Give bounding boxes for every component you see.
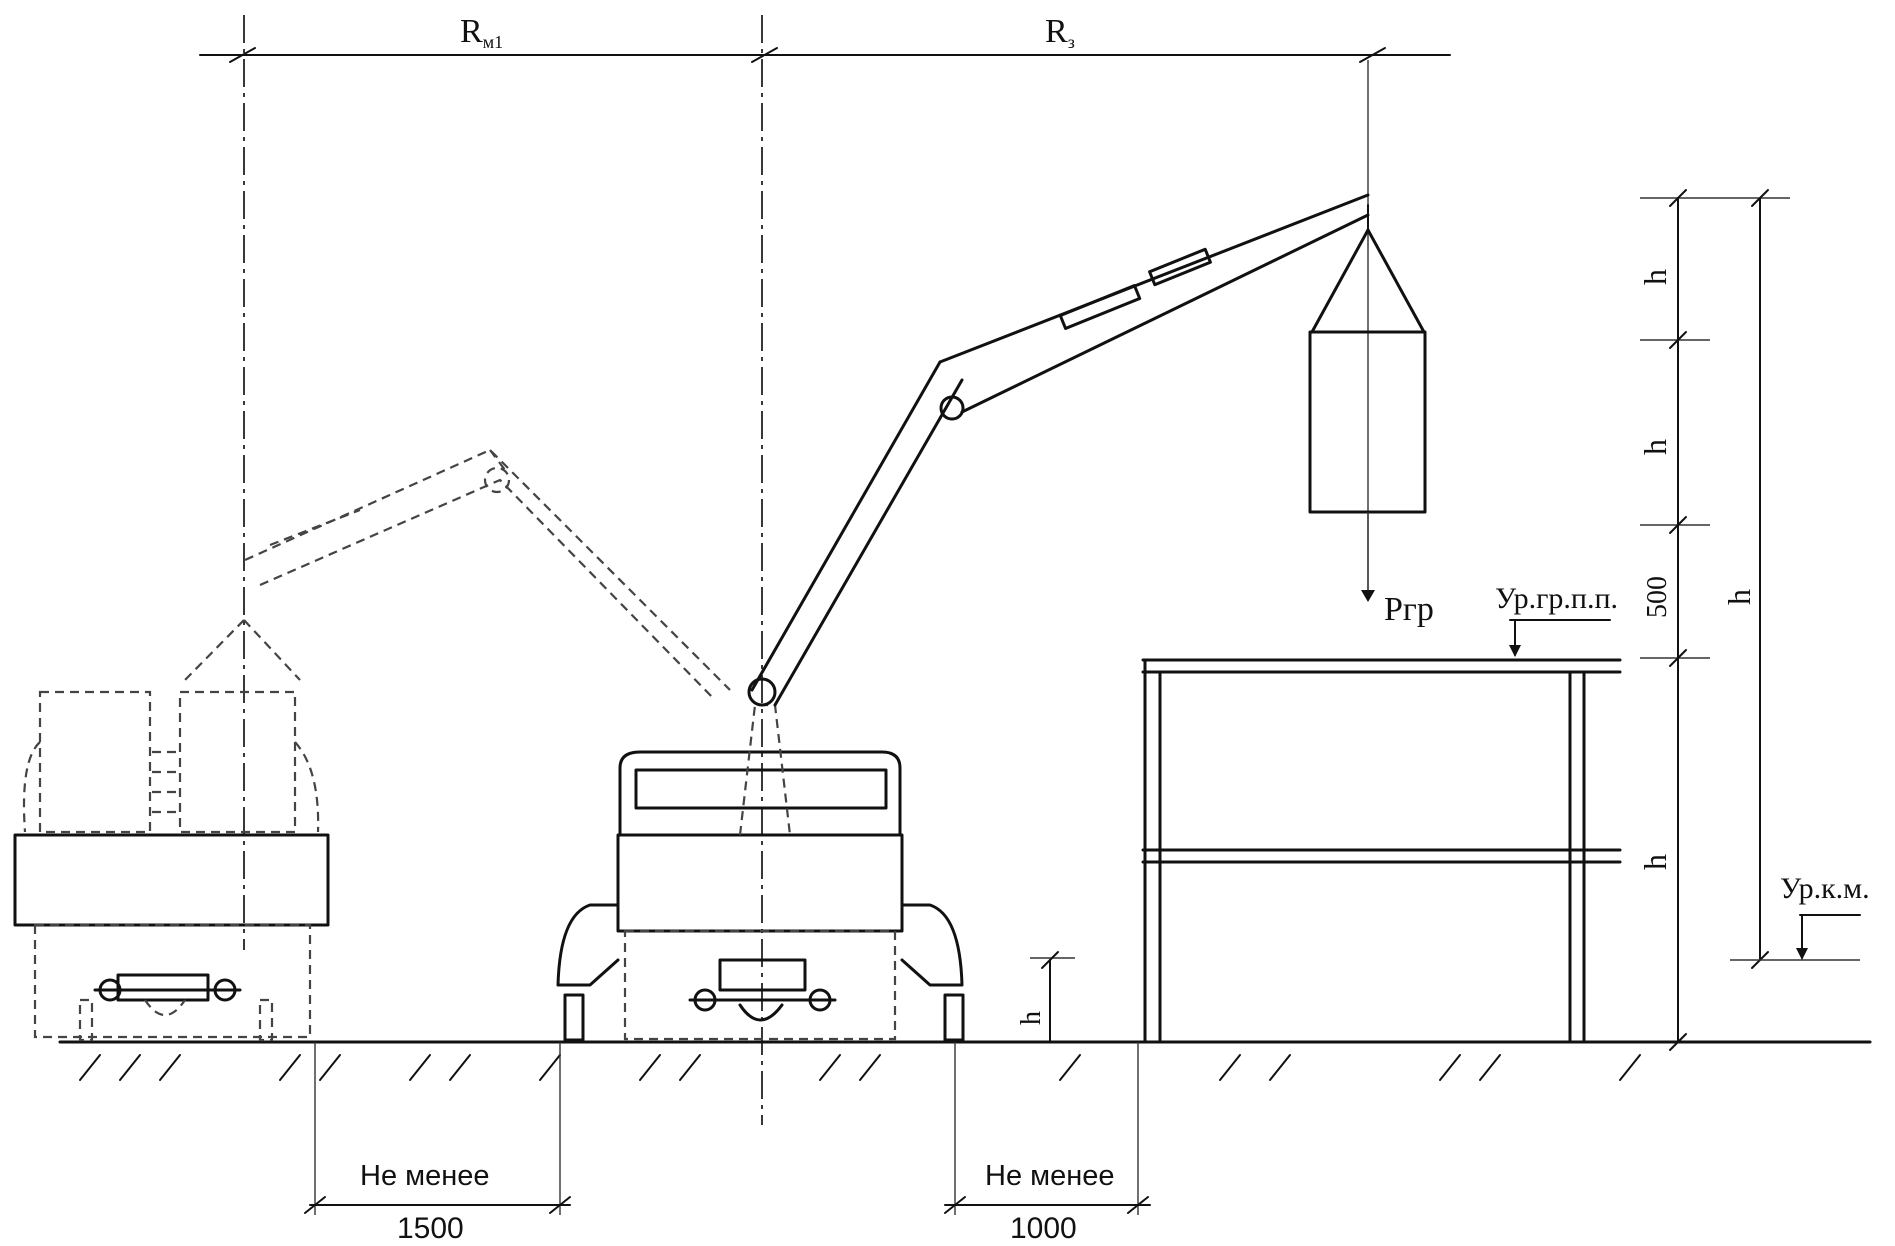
- mid-level-label: Ур.к.м.: [1780, 872, 1870, 905]
- left-crane-boom-ghost: [184, 448, 731, 701]
- top-level-label: Ур.гр.п.п.: [1495, 582, 1618, 615]
- h-lower-label: h: [1637, 854, 1673, 870]
- dim-right-label: 1000: [1010, 1212, 1077, 1241]
- dim-500-label: 500: [1642, 576, 1673, 618]
- bottom-dimension-left: [304, 1042, 571, 1215]
- dim-left-label: 1500: [397, 1212, 464, 1241]
- mid-level-marker: [1796, 914, 1861, 960]
- h-mid-label: h: [1637, 439, 1673, 455]
- ground-hatch: [79, 1054, 1641, 1081]
- h-right-label: h: [1721, 589, 1757, 605]
- left-crane-truck: [13, 690, 330, 1042]
- load-label: Pгр: [1384, 591, 1434, 628]
- h-top-label: h: [1637, 269, 1673, 285]
- center-crane-truck: [556, 703, 965, 1042]
- r-left-label: Rм1: [460, 13, 503, 52]
- note-left-label: Не менее: [360, 1160, 489, 1192]
- h-ground-label: h: [1016, 1011, 1047, 1025]
- radius-dimension: Rм1 Rз: [199, 13, 1451, 63]
- top-level-marker: [1509, 619, 1611, 657]
- suspended-load: [1308, 204, 1427, 602]
- height-dimensions: [1640, 189, 1860, 1051]
- ground-clearance-dimension: [1030, 951, 1075, 1043]
- note-right-label: Не менее: [985, 1160, 1114, 1192]
- building-frame: [1141, 658, 1622, 1044]
- r-right-label: Rз: [1045, 13, 1075, 52]
- center-crane-boom: [747, 193, 1370, 707]
- bottom-dimension-right: [944, 1042, 1151, 1215]
